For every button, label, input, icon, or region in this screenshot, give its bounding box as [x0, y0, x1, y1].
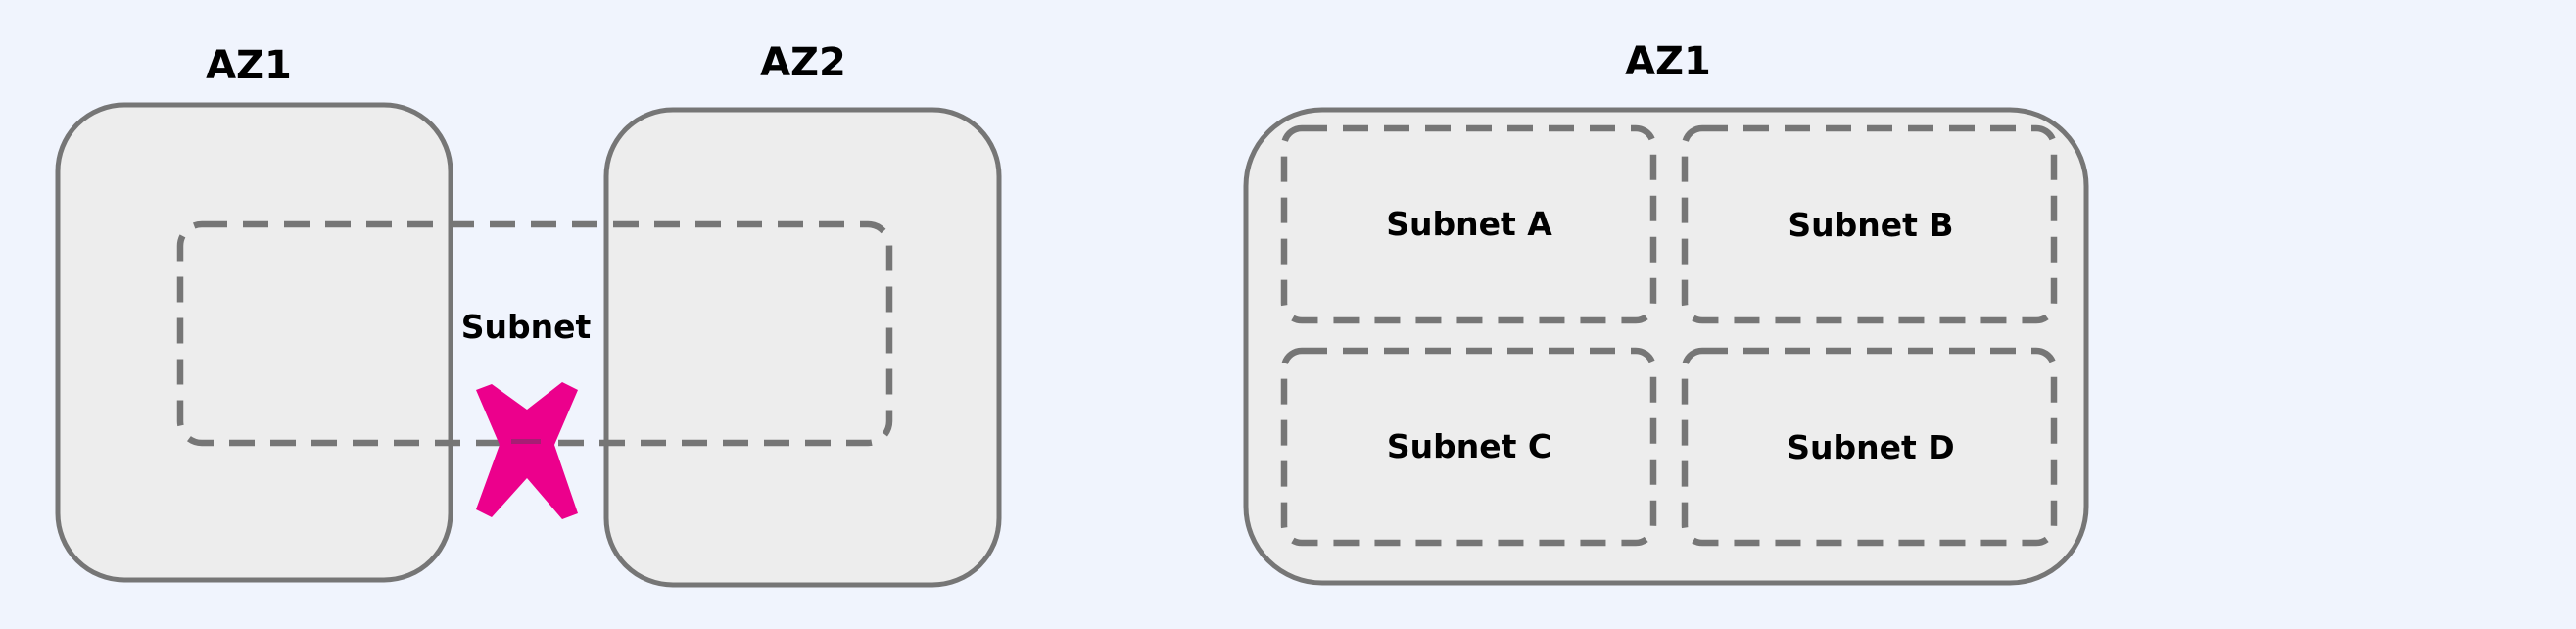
az-box — [1243, 107, 2089, 586]
right-diagram: AZ1 Subnet A Subnet B Subnet C Subnet D — [1243, 39, 2089, 586]
x-mark-icon — [476, 382, 578, 519]
az2-box — [603, 107, 1002, 588]
subnet-b-label: Subnet B — [1788, 206, 1953, 244]
subnet-label: Subnet — [461, 308, 592, 346]
subnet-a-box — [1280, 124, 1657, 324]
subnet-a-label: Subnet A — [1386, 205, 1552, 243]
left-diagram: AZ1 AZ2 Subnet — [55, 40, 1002, 588]
az1-label: AZ1 — [206, 43, 292, 88]
az2-label: AZ2 — [760, 40, 846, 85]
subnet-d-label: Subnet D — [1787, 428, 1954, 466]
subnet-b-box — [1681, 124, 2058, 324]
az-label: AZ1 — [1625, 39, 1711, 84]
subnet-d-box — [1681, 347, 2058, 547]
subnet-c-box — [1280, 347, 1657, 547]
az1-box — [55, 102, 453, 583]
subnet-c-label: Subnet C — [1387, 427, 1551, 465]
